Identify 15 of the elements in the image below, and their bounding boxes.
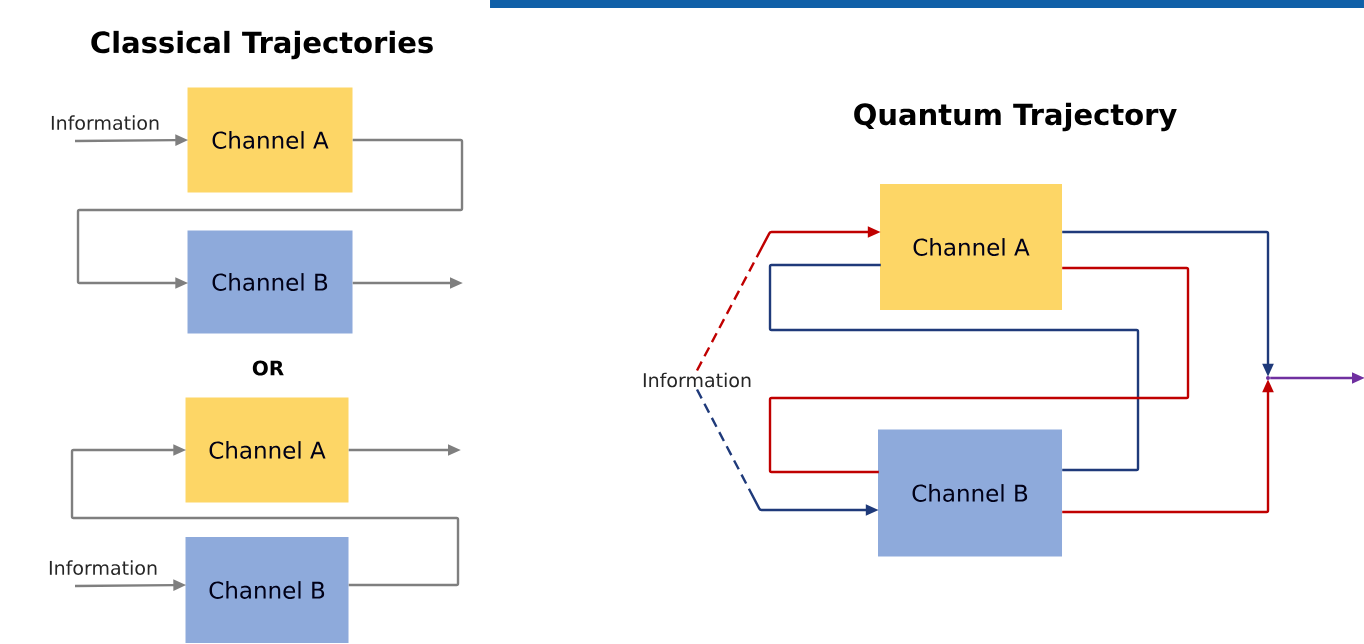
heading: OR — [252, 360, 284, 376]
channel-box: Channel A — [880, 184, 1062, 310]
channel-box: Channel B — [185, 537, 349, 643]
text-label: Information — [51, 115, 159, 131]
text-label: Information — [643, 372, 751, 388]
channel-box: Channel B — [187, 230, 353, 334]
heading: Quantum Trajectory — [854, 102, 1177, 132]
heading: Classical Trajectories — [91, 30, 433, 60]
channel-box: Channel A — [185, 397, 349, 503]
text-label: Information — [49, 560, 157, 576]
arrow — [76, 138, 464, 289]
arrow — [70, 444, 460, 587]
channel-box: Channel B — [878, 429, 1062, 557]
arrow — [1270, 372, 1364, 384]
channel-box: Channel A — [187, 87, 353, 193]
